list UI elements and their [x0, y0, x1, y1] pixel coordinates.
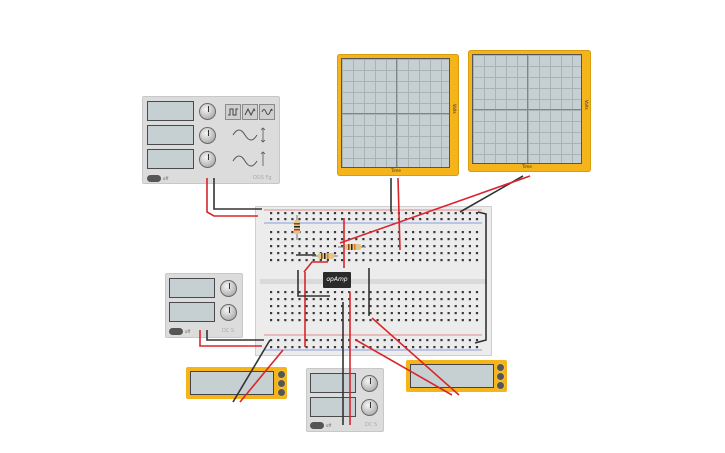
wire-scope-right-red[interactable]	[339, 175, 531, 244]
resistor-r2[interactable]	[338, 244, 366, 250]
offset-wave-icon	[232, 151, 266, 167]
fg-frequency-knob[interactable]	[199, 103, 216, 120]
scope-right-screen	[472, 54, 582, 164]
multimeter-right-display	[410, 364, 494, 388]
wire-fg-red[interactable]	[206, 178, 258, 217]
multimeter-left-mode-r[interactable]	[277, 388, 286, 397]
amplitude-wave-icon	[232, 127, 266, 143]
wire-ps-small-red[interactable]	[199, 330, 262, 347]
ps-small-current-display	[169, 302, 215, 322]
resistor-r1[interactable]	[294, 215, 300, 240]
multimeter-right[interactable]	[406, 360, 507, 392]
ps-bottom-power-label: off	[326, 423, 332, 428]
scope-left-screen	[341, 58, 450, 168]
ps-small-power-switch[interactable]	[169, 328, 183, 335]
sine-wave-button[interactable]	[259, 104, 275, 120]
opamp-chip[interactable]: opAmp	[323, 272, 351, 288]
ps-bottom-voltage-display	[310, 373, 356, 393]
scope-left-time-label: Time	[391, 168, 401, 173]
power-supply-small[interactable]: off DC S	[165, 273, 243, 338]
scope-left-volts-label: Volts	[452, 104, 457, 114]
multimeter-right-mode-v[interactable]	[496, 372, 505, 381]
ps-bottom-current-display	[310, 397, 356, 417]
fg-display-amplitude	[147, 125, 194, 145]
ps-small-brand-label: DC S	[222, 328, 235, 334]
wire-meter-right-red-a[interactable]	[355, 339, 453, 396]
fg-display-offset	[147, 149, 194, 169]
multimeter-left-display	[190, 371, 274, 395]
wire-ps-small-black[interactable]	[206, 330, 264, 341]
scope-right-volts-label: Volts	[584, 100, 589, 110]
fg-brand-label: DDS Fg	[253, 175, 272, 181]
ps-small-voltage-knob[interactable]	[220, 280, 237, 297]
triangle-wave-button[interactable]	[242, 104, 258, 120]
multimeter-left-mode-a[interactable]	[277, 370, 286, 379]
sine-wave-icon	[261, 108, 273, 115]
power-supply-bottom[interactable]: off DC S	[306, 368, 384, 432]
square-wave-button[interactable]	[225, 104, 241, 120]
triangle-wave-icon	[244, 107, 256, 117]
multimeter-right-mode-a[interactable]	[496, 363, 505, 372]
multimeter-left-mode-v[interactable]	[277, 379, 286, 388]
wire-scope-left-red[interactable]	[397, 177, 401, 251]
fg-power-switch[interactable]	[147, 175, 161, 182]
ps-small-current-knob[interactable]	[220, 304, 237, 321]
function-generator[interactable]: off DDS Fg	[142, 96, 280, 184]
ps-bottom-current-knob[interactable]	[361, 399, 378, 416]
fg-amplitude-knob[interactable]	[199, 127, 216, 144]
wire-meter-left-red[interactable]	[239, 349, 284, 403]
ps-small-voltage-display	[169, 278, 215, 298]
scope-right-time-label: Time	[522, 164, 532, 169]
multimeter-right-mode-r[interactable]	[496, 381, 505, 390]
wire-meter-left-black[interactable]	[232, 339, 271, 403]
multimeter-left[interactable]	[186, 367, 287, 399]
wire-internal-black-1[interactable]	[297, 270, 330, 297]
square-wave-icon	[228, 108, 238, 116]
ps-bottom-brand-label: DC S	[365, 422, 378, 428]
wire-fg-black[interactable]	[213, 178, 262, 210]
wire-rail-right-black[interactable]	[474, 211, 487, 344]
oscilloscope-right[interactable]: Volts Time	[468, 50, 591, 172]
fg-display-frequency	[147, 101, 194, 121]
opamp-label: opAmp	[326, 276, 348, 283]
ps-small-power-label: off	[185, 329, 191, 334]
ps-bottom-power-switch[interactable]	[310, 422, 324, 429]
ps-bottom-voltage-knob[interactable]	[361, 375, 378, 392]
oscilloscope-left[interactable]: Volts Time	[337, 54, 459, 176]
resistor-r3[interactable]	[312, 253, 338, 259]
wire-meter-right-red-b[interactable]	[371, 317, 460, 396]
fg-offset-knob[interactable]	[199, 151, 216, 168]
fg-power-label: off	[163, 176, 169, 181]
wire-internal-red-1[interactable]	[303, 261, 328, 273]
